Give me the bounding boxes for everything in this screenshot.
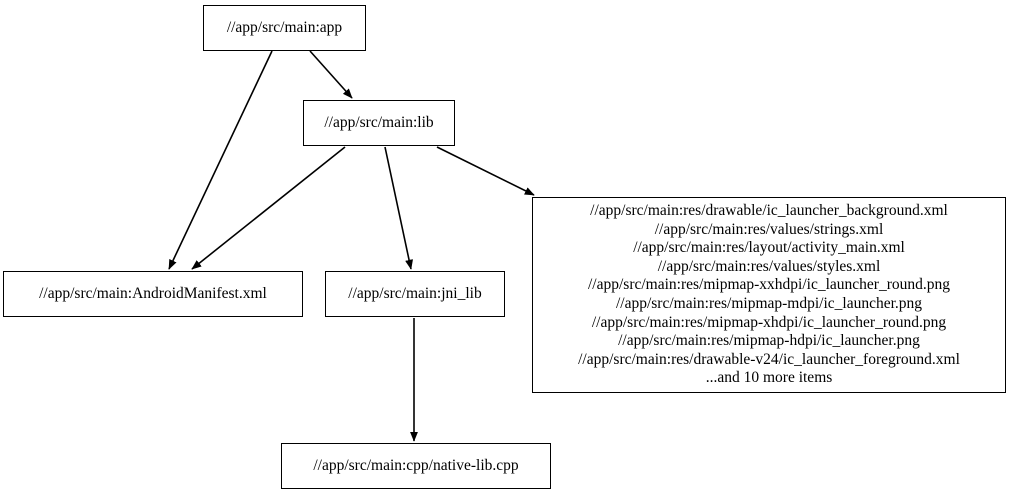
node-lib[interactable]: //app/src/main:lib	[303, 100, 455, 146]
node-app[interactable]: //app/src/main:app	[203, 5, 366, 51]
node-resources-group[interactable]: //app/src/main:res/drawable/ic_launcher_…	[532, 197, 1006, 393]
node-android-manifest[interactable]: //app/src/main:AndroidManifest.xml	[3, 271, 303, 317]
node-native-lib-cpp-label: //app/src/main:cpp/native-lib.cpp	[313, 457, 519, 475]
node-jni-lib[interactable]: //app/src/main:jni_lib	[325, 271, 505, 317]
edge-lib-to-manifest	[191, 146, 346, 270]
edge-app-to-manifest	[168, 50, 273, 270]
node-lib-label: //app/src/main:lib	[324, 114, 434, 132]
node-android-manifest-label: //app/src/main:AndroidManifest.xml	[39, 285, 267, 303]
node-app-label: //app/src/main:app	[226, 19, 343, 37]
node-jni-lib-label: //app/src/main:jni_lib	[348, 285, 482, 303]
edge-lib-to-jni_lib	[384, 146, 413, 270]
edge-app-to-lib	[309, 50, 353, 99]
node-resources-group-label: //app/src/main:res/drawable/ic_launcher_…	[578, 202, 960, 387]
edge-lib-to-resources	[436, 146, 535, 196]
node-native-lib-cpp[interactable]: //app/src/main:cpp/native-lib.cpp	[281, 443, 551, 489]
